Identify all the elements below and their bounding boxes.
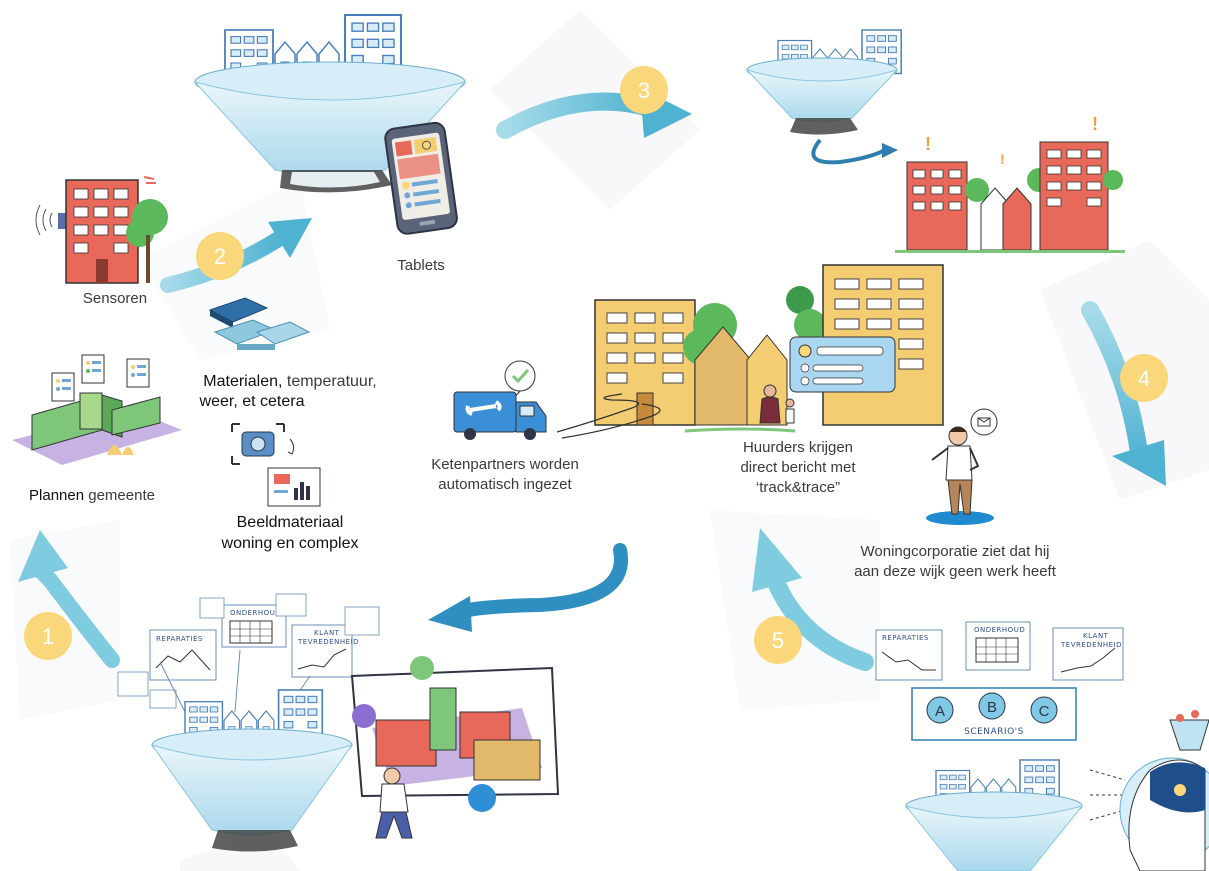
plans-label-bold: Plannen [29,487,84,504]
tenants-line2: direct bericht met [740,459,856,476]
step-badge-5: 5 [772,628,784,653]
funnel-bottom-right [904,759,1084,871]
mobile-neighbourhood-scene [350,656,560,839]
plans-label: Plannen gemeente [29,487,155,504]
tablet-device [384,121,458,235]
scenario-a: A [935,703,945,720]
arrow-top-center [453,543,628,619]
scenarios-title: SCENARIO'S [964,727,1024,737]
plans-label-rest: gemeente [84,487,155,504]
scenario-c: C [1039,703,1050,720]
chain-partners-line2: automatisch ingezet [438,476,572,493]
card-repairs-title: REPARATIES [156,635,203,643]
corporation-line1: Woningcorporatie ziet dat hij [861,543,1050,560]
delivery-truck [453,360,661,440]
image-material-icon [231,423,321,507]
step-badge-1: 1 [42,624,54,649]
materials-label-bold: Materialen, [203,373,282,390]
card-satisfaction-title-2: TEVREDENHEID [297,638,359,646]
funnel-top-right [745,29,902,135]
ai-head-illustration [1089,710,1209,871]
materials-puzzle-icon [208,297,311,350]
step-badge-4: 4 [1138,366,1150,391]
scenarios-panel: REPARATIES ONDERHOUD KLANT TEVREDENHEID … [875,621,1124,741]
curl-arrow-stage3 [811,138,886,165]
svg-text:!: ! [1092,114,1098,134]
scenario-card-satisfaction-2: TEVREDENHEID [1060,641,1122,649]
images-label-line2: woning en complex [221,535,359,552]
tenants-line1: Huurders krijgen [743,439,853,456]
scenario-card-maintenance: ONDERHOUD [974,626,1025,634]
housing-corporation-person [926,408,998,525]
step-badge-2: 2 [214,244,226,269]
municipal-plans-illustration [12,354,182,465]
scenario-card-repairs: REPARATIES [882,634,929,642]
card-satisfaction-title-1: KLANT [314,629,340,637]
arrow-step-1 [32,562,120,668]
materials-label-rest: temperatuur, [282,373,376,390]
chain-partners-line1: Ketenpartners worden [431,456,579,473]
corporation-line2: aan deze wijk geen werk heeft [854,563,1057,580]
dashboard-cards-left: REPARATIES ONDERHOUD KLANT TEVREDENHEID [117,593,380,713]
card-maintenance-title: ONDERHOUD [230,609,281,617]
materials-label-line2: weer, et cetera [199,393,305,410]
sensor-building [35,176,168,284]
text-labels: Plannen gemeente Materialen, temperatuur… [29,373,1057,580]
buildings-with-alerts: ! ! ! [895,114,1125,253]
images-label-line1: Beeldmateriaal [237,514,344,531]
funnel-bottom-left [150,689,354,852]
tablets-label: Tablets [397,257,445,274]
svg-text:!: ! [925,134,931,154]
materials-label-line1: Materialen, temperatuur, [203,373,376,390]
tenants-line3: ‘track&trace” [756,479,840,496]
center-neighbourhood [594,264,944,433]
step-badges: 1 2 3 4 5 [24,66,1168,664]
scenario-b: B [987,699,997,716]
svg-text:!: ! [1000,151,1005,167]
arrow-step-5 [766,571,874,671]
sensors-label: Sensoren [83,290,147,307]
step-badge-3: 3 [638,78,650,103]
scenario-card-satisfaction-1: KLANT [1083,632,1109,640]
